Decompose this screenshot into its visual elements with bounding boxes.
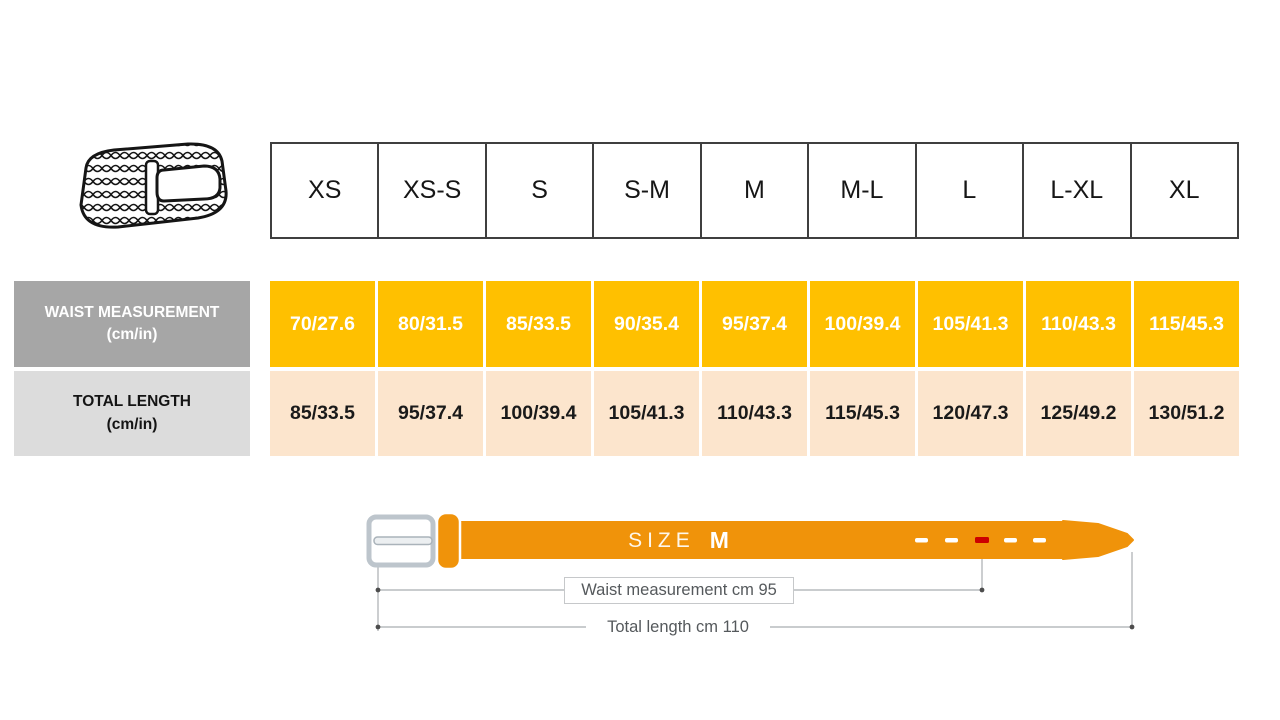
length-value-cell: 120/47.3	[918, 371, 1023, 456]
size-word: SIZE	[628, 528, 695, 552]
total-length-annotation: Total length cm 110	[586, 616, 770, 638]
size-header-cell: L-XL	[1024, 144, 1132, 237]
total-length-row-label: TOTAL LENGTH (cm/in)	[14, 371, 250, 456]
length-value-cell: 100/39.4	[486, 371, 591, 456]
waist-value-cell: 90/35.4	[594, 281, 699, 367]
waist-label-text: WAIST MEASUREMENT	[44, 303, 220, 321]
belt-tip	[1062, 520, 1134, 560]
size-header-cell: M	[702, 144, 810, 237]
length-value-cell: 115/45.3	[810, 371, 915, 456]
length-value-cell: 125/49.2	[1026, 371, 1131, 456]
size-header-cell: XS-S	[379, 144, 487, 237]
waist-value-cell: 110/43.3	[1026, 281, 1131, 367]
waist-value-cell: 105/41.3	[918, 281, 1023, 367]
size-header-cell: S	[487, 144, 595, 237]
waist-value-cell: 95/37.4	[702, 281, 807, 367]
belt-size-indicator: SIZE M	[596, 524, 761, 557]
size-value: M	[709, 527, 729, 553]
total-length-label-text: TOTAL LENGTH	[73, 393, 191, 411]
waist-annotation-box: Waist measurement cm 95	[564, 577, 794, 604]
length-value-cell: 95/37.4	[378, 371, 483, 456]
belt-keeper-loop	[435, 511, 462, 571]
length-value-cell: 85/33.5	[270, 371, 375, 456]
size-header-cell: XS	[272, 144, 380, 237]
waist-value-cell: 80/31.5	[378, 281, 483, 367]
size-header-cell: XL	[1168, 176, 1200, 204]
size-header-row: XS XS-S S S-M M M-L L L-XL XL	[270, 142, 1239, 239]
size-header-cell: S-M	[594, 144, 702, 237]
size-header-cell: M-L	[809, 144, 917, 237]
selected-hole-red	[975, 537, 989, 543]
waist-measurement-row-label: WAIST MEASUREMENT (cm/in)	[14, 281, 250, 367]
waist-value-cell: 70/27.6	[270, 281, 375, 367]
length-value-cell: 130/51.2	[1134, 371, 1239, 456]
waist-label-unit: (cm/in)	[106, 326, 158, 343]
belt-holes	[915, 537, 1046, 543]
braided-belt-illustration	[79, 142, 228, 229]
waist-value-cell: 100/39.4	[810, 281, 915, 367]
waist-measurement-row: 70/27.6 80/31.5 85/33.5 90/35.4 95/37.4 …	[270, 281, 1239, 367]
size-header-cell: L	[917, 144, 1025, 237]
length-value-cell: 110/43.3	[702, 371, 807, 456]
belt-strap	[443, 521, 1067, 559]
waist-value-cell: 85/33.5	[486, 281, 591, 367]
total-length-label-unit: (cm/in)	[106, 415, 158, 433]
waist-value-cell: 115/45.3	[1134, 281, 1239, 367]
belt-buckle-prong	[373, 536, 433, 546]
total-length-row: 85/33.5 95/37.4 100/39.4 105/41.3 110/43…	[270, 371, 1239, 456]
braided-belt-image	[66, 136, 244, 246]
length-value-cell: 105/41.3	[594, 371, 699, 456]
measurement-endpoint-dots	[375, 587, 1135, 630]
